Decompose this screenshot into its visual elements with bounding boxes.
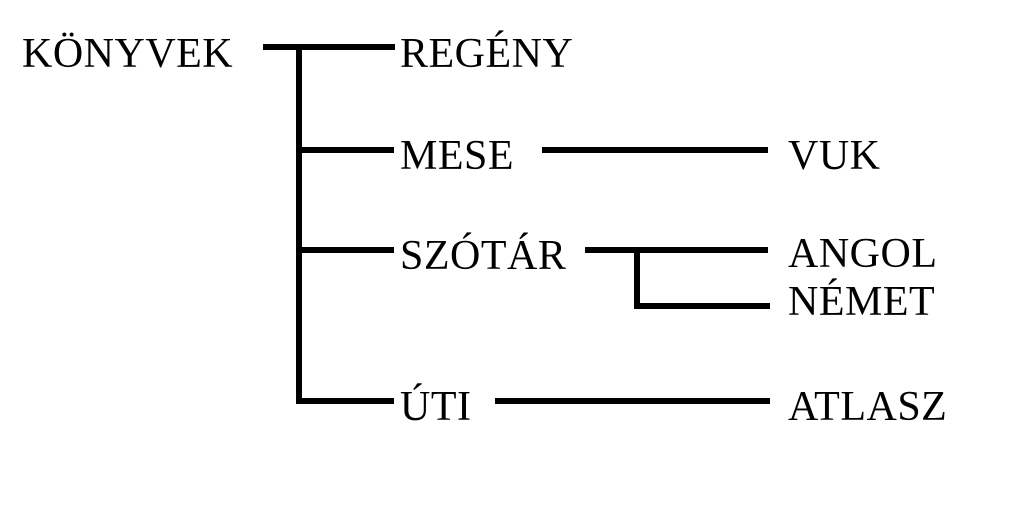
- node-label-atlasz: ATLASZ: [788, 384, 948, 430]
- edge-uti-to-atlasz: [495, 398, 770, 404]
- node-label-konyvek: KÖNYVEK: [22, 31, 234, 77]
- node-label-regeny: REGÉNY: [400, 31, 574, 77]
- node-label-szotar: SZÓTÁR: [400, 233, 567, 279]
- node-label-mese: MESE: [400, 133, 515, 179]
- node-label-vuk: VUK: [788, 133, 881, 179]
- node-label-uti: ÚTI: [400, 384, 472, 430]
- node-label-nemet: NÉMET: [788, 279, 936, 325]
- edge-trunk-to-mese: [296, 147, 394, 153]
- edge-trunk-to-uti: [296, 398, 394, 404]
- edge-trunk-vertical: [296, 44, 302, 404]
- edge-trunk-to-szotar: [296, 247, 394, 253]
- edge-szotar-to-angol: [585, 247, 768, 253]
- edge-szotar-subbranch-vertical: [634, 247, 640, 309]
- edge-mese-to-vuk: [542, 147, 768, 153]
- edge-szotar-to-nemet: [634, 303, 770, 309]
- node-label-angol: ANGOL: [788, 231, 938, 277]
- edge-root-to-trunk: [263, 44, 395, 50]
